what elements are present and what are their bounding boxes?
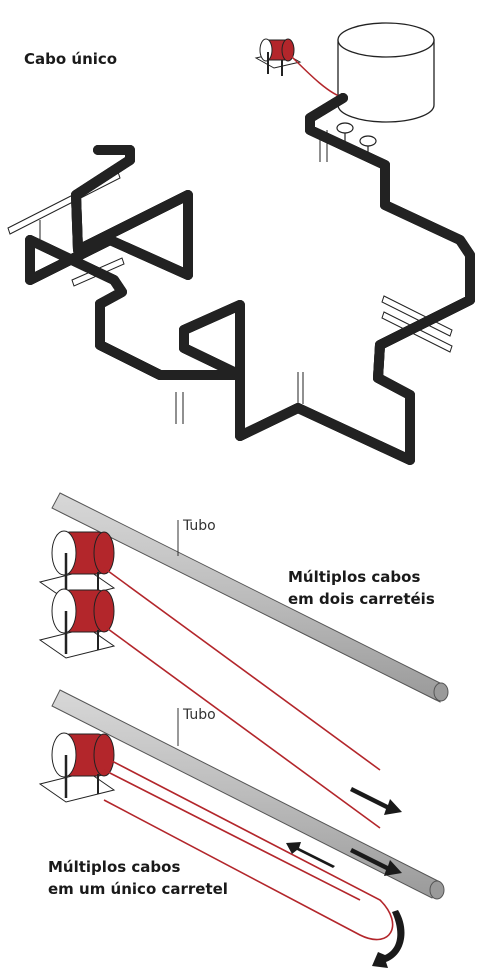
cable-reel-icon [38, 732, 394, 941]
multi-one-reel-line2: em um único carretel [48, 880, 228, 898]
tube-label-bottom: Tubo [183, 707, 216, 723]
single-cable-system [7, 22, 475, 465]
two-reels-system [38, 492, 449, 829]
valve-handle-icon [336, 122, 377, 158]
arrow-icon [286, 787, 402, 876]
one-reel-system [38, 689, 445, 941]
tank [337, 22, 435, 123]
pipe-network [25, 93, 475, 465]
cable-reel-icon [38, 588, 381, 829]
multi-two-reels-label: Múltiplos cabos em dois carretéis [288, 566, 435, 610]
rotate-arrow-icon [372, 910, 405, 968]
multi-one-reel-line1: Múltiplos cabos [48, 858, 181, 876]
tube [51, 689, 445, 900]
tube-label-top: Tubo [183, 518, 216, 534]
single-cable-label: Cabo único [24, 50, 118, 68]
multi-two-reels-line1: Múltiplos cabos [288, 568, 421, 586]
cable-reel-icon [254, 38, 346, 99]
multi-one-reel-label: Múltiplos cabos em um único carretel [48, 856, 228, 900]
multi-two-reels-line2: em dois carretéis [288, 590, 435, 608]
tube [51, 492, 449, 703]
